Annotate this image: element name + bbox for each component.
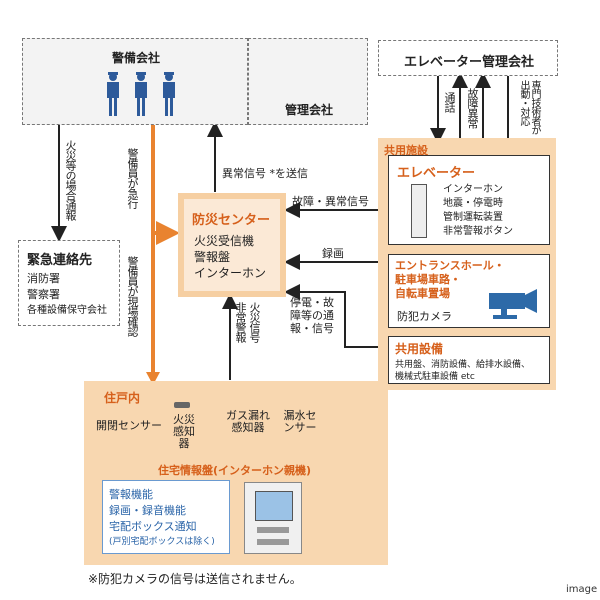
center-fire-receiver: 火災受信機 (194, 234, 255, 248)
emergency-contacts-title: 緊急連絡先 (27, 253, 93, 268)
sensor-water: 漏水センサー (283, 409, 317, 434)
elevator-intercom: インターホン (443, 184, 503, 195)
label-guard-confirm: 警備員が現場確認 (126, 256, 139, 336)
panel-functions-box: 警報機能 録画・録音機能 宅配ボックス通知 (戸別宅配ボックスは除く) (102, 480, 230, 554)
label-abnormal-signal: 異常信号 *を送信 (222, 167, 308, 180)
elevator-box: エレベーター インターホン 地震・停電時 管制運転装置 非常警報ボタン (388, 155, 550, 245)
center-intercom: インターホン (194, 266, 267, 280)
label-emergency-alarm: 非常警報 (234, 302, 247, 342)
entrance-title-line3: 自転車置場 (395, 287, 450, 300)
sensor-open-close: 開閉センサー (96, 419, 162, 432)
entrance-camera-label: 防犯カメラ (397, 310, 452, 323)
elevator-company-title: エレベーター管理会社 (403, 55, 534, 70)
sensor-gas: ガス漏れ感知器 (226, 409, 270, 434)
disaster-center-title: 防災センター (192, 213, 271, 228)
elevator-control-device: 管制運転装置 (443, 212, 503, 223)
elevator-quake-outage: 地震・停電時 (443, 198, 503, 209)
elevator-title: エレベーター (397, 166, 476, 181)
residence-title: 住戸内 (104, 391, 141, 405)
elevator-emergency-button: 非常警報ボタン (443, 226, 513, 237)
shared-equipment-title: 共用設備 (395, 342, 444, 356)
security-company-title-text: 警備会社 (111, 51, 160, 65)
security-camera-icon (489, 289, 537, 319)
label-power-failure: 停電・故障等の通報・信号 (290, 296, 334, 335)
shared-equipment-line2: 機械式駐車設備 etc (395, 372, 475, 382)
sensor-fire: 火災感知器 (173, 413, 195, 450)
entrance-box: エントランスホール・ 駐車場車路・ 自転車置場 防犯カメラ (388, 254, 550, 328)
label-fire-report: 火災等の場合通報 (64, 140, 77, 220)
shared-equipment-box: 共用設備 共用盤、消防設備、給排水設備、 機械式駐車設備 etc (388, 336, 550, 384)
intercom-master-unit-icon (244, 482, 302, 554)
label-failure-abnormal: 故障異常 (466, 88, 479, 128)
shared-equipment-line1: 共用盤、消防設備、給排水設備、 (395, 360, 531, 370)
label-dispatch: 専門技術者が出動・対応 (518, 80, 540, 134)
label-call: 通話 (443, 92, 456, 112)
management-company-title: 管理会社 (284, 103, 333, 117)
label-failure-signal: 故障・異常信号 (292, 195, 369, 208)
entrance-title-line1: エントランスホール・ (395, 259, 505, 272)
emergency-contacts-box: 緊急連絡先 消防署 警察署 各種設備保守会社 (18, 240, 120, 326)
label-guard-rush: 警備員が急行 (126, 148, 139, 208)
elevator-company-box: エレベーター管理会社 (378, 40, 558, 76)
shared-facilities-label: 共用施設 (384, 144, 428, 157)
function-delivery: 宅配ボックス通知 (109, 520, 197, 533)
footnote: ※防犯カメラの信号は送信されません。 (88, 572, 302, 586)
label-fire-signal: 火災信号 (248, 302, 261, 342)
disaster-center-box: 防災センター 火災受信機 警報盤 インターホン (184, 199, 280, 291)
elevator-door-icon (411, 184, 427, 238)
function-alarm: 警報機能 (109, 488, 153, 501)
security-guards-icon (107, 72, 175, 116)
corner-text: image (566, 584, 598, 595)
contact-maintenance: 各種設備保守会社 (27, 305, 107, 316)
label-recording: 録画 (322, 247, 344, 260)
function-delivery-note: (戸別宅配ボックスは除く) (109, 537, 215, 547)
fire-detector-icon (174, 402, 190, 408)
contact-police: 警察署 (27, 288, 60, 301)
management-company-box: 管理会社 (248, 38, 368, 125)
security-company-box: 警備会社 (22, 38, 248, 125)
disaster-center-outer: 防災センター 火災受信機 警報盤 インターホン (178, 193, 286, 297)
residence-panel-title: 住宅情報盤(インターホン親機) (158, 464, 312, 477)
entrance-title-line2: 駐車場車路・ (395, 273, 461, 286)
center-alarm-panel: 警報盤 (194, 250, 231, 264)
function-recording: 録画・録音機能 (109, 504, 186, 517)
contact-fire-station: 消防署 (27, 272, 60, 285)
